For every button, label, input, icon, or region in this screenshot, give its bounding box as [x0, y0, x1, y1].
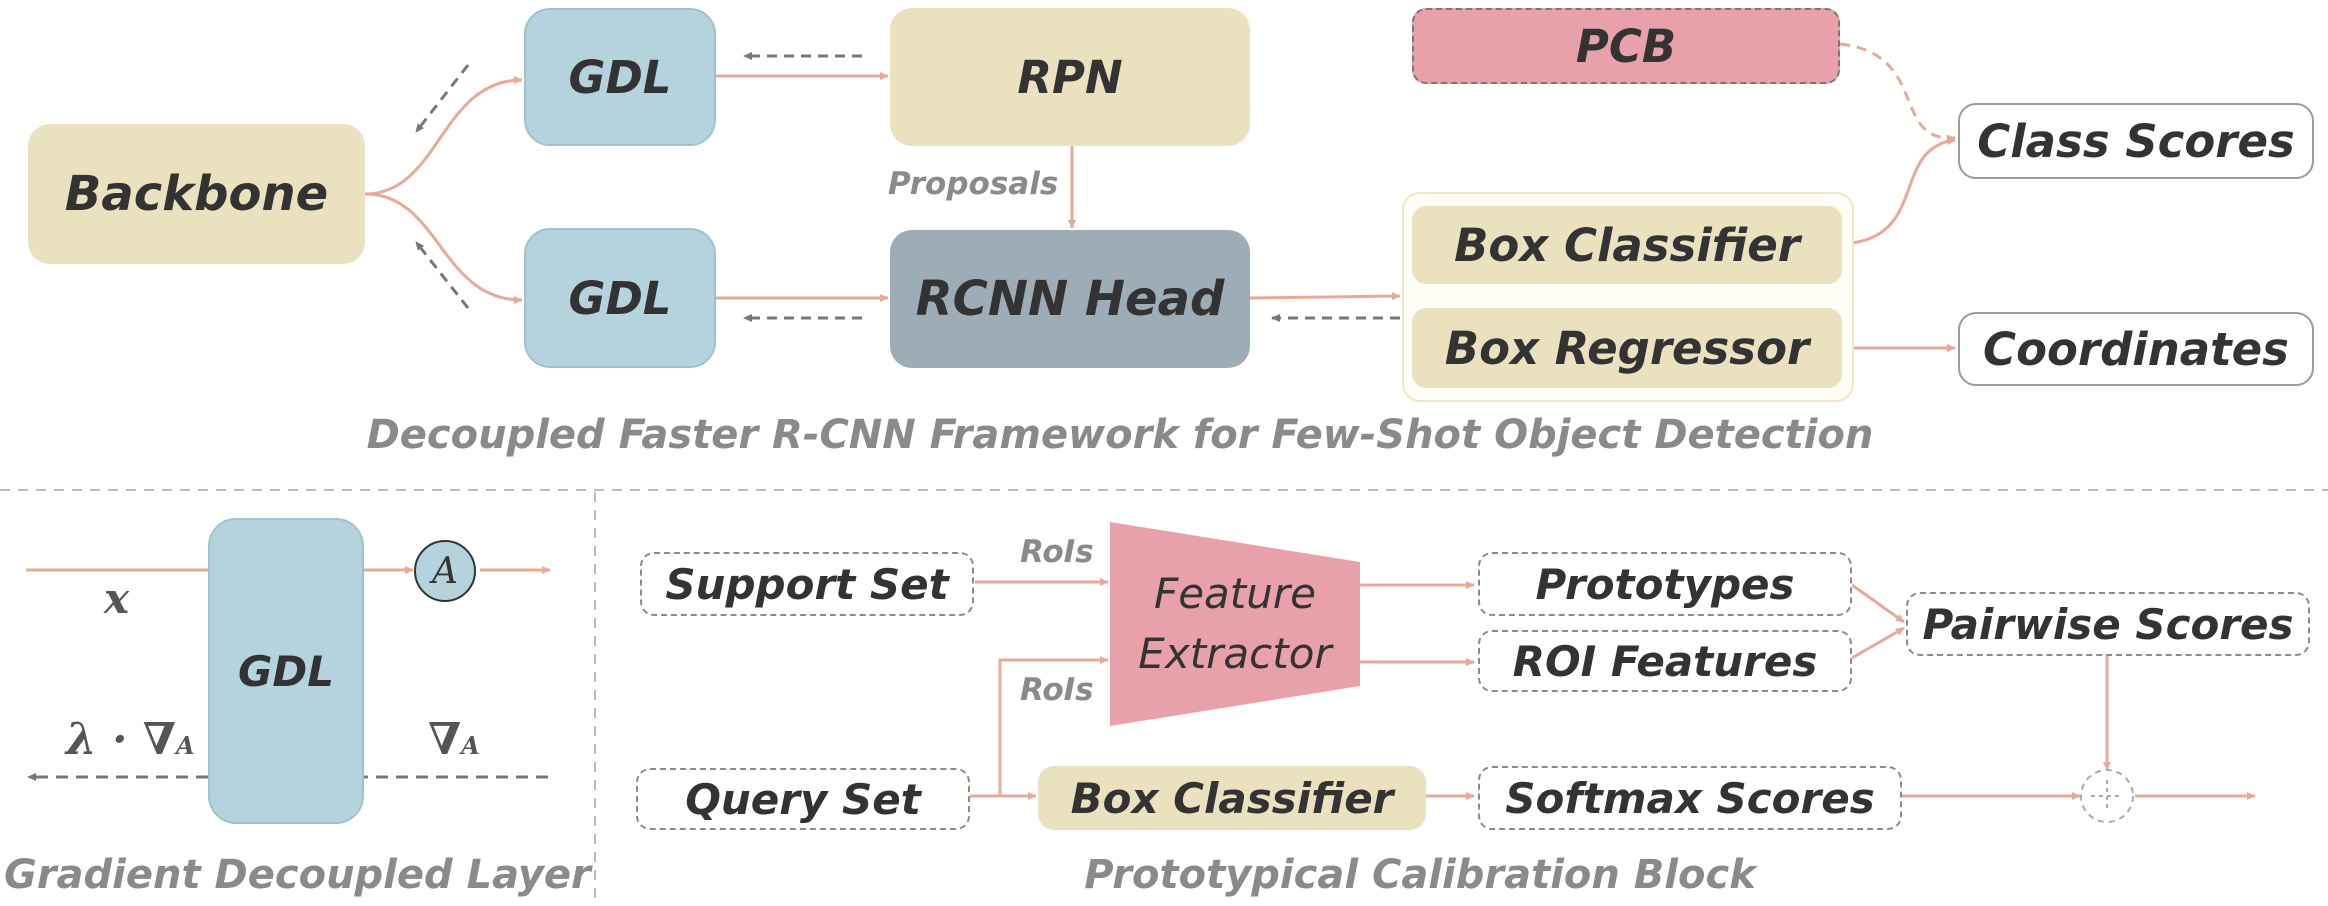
support-set-block: Support Set [640, 552, 974, 616]
top-caption: Decoupled Faster R-CNN Framework for Few… [366, 412, 1874, 458]
proposals-label: Proposals [888, 166, 1059, 202]
rois-top-label: RoIs [1020, 534, 1094, 570]
gdl-caption: Gradient Decoupled Layer [4, 852, 591, 898]
softmax-scores-label: Softmax Scores [1505, 773, 1875, 823]
rois-bottom-label: RoIs [1020, 672, 1094, 708]
box-classifier-block: Box Classifier [1412, 206, 1842, 284]
support-set-label: Support Set [665, 559, 949, 609]
pairwise-scores-block: Pairwise Scores [1906, 592, 2310, 656]
pcb-box-classifier-block: Box Classifier [1038, 766, 1426, 830]
gdl-bottom-block: GDL [524, 228, 716, 368]
arrow-pcb-class-scores [1839, 42, 1956, 143]
backbone-block: Backbone [28, 124, 365, 264]
rcnn-head-label: RCNN Head [915, 271, 1225, 327]
coordinates-label: Coordinates [1983, 322, 2289, 376]
coordinates-block: Coordinates [1958, 312, 2314, 386]
arrow-classifier-class-scores [1841, 137, 1956, 246]
roi-features-label: ROI Features [1512, 636, 1818, 686]
feature-extractor-label: Feature Extractor [1110, 560, 1360, 688]
grad-arrow-top [414, 64, 470, 133]
class-scores-block: Class Scores [1958, 103, 2314, 179]
lambda-grad-text: λ · ∇ [66, 714, 176, 765]
grad-arrow-bottom [414, 241, 470, 309]
rpn-block: RPN [890, 8, 1250, 146]
arrow-rcnn-heads [1249, 292, 1401, 301]
query-set-label: Query Set [685, 774, 921, 824]
x-label: x [104, 574, 130, 623]
arrow-backbone-gdl-bottom [364, 192, 523, 304]
softmax-scores-block: Softmax Scores [1478, 766, 1902, 830]
rcnn-head-block: RCNN Head [890, 230, 1250, 368]
backbone-label: Backbone [64, 166, 329, 222]
gdl-top-block: GDL [524, 8, 716, 146]
roi-features-block: ROI Features [1478, 630, 1852, 692]
gdl-top-label: GDL [568, 50, 672, 104]
grad-label: ∇A [428, 714, 480, 765]
gdl-detail-label: GDL [237, 646, 335, 696]
lambda-grad-sub: A [175, 731, 195, 760]
rpn-label: RPN [1017, 50, 1123, 104]
a-node-symbol: A [432, 550, 458, 592]
arrow-roifeatures-pairwise [1851, 626, 1905, 660]
class-scores-label: Class Scores [1977, 114, 2295, 168]
arrow-prototypes-pairwise [1851, 583, 1905, 624]
pcb-box-classifier-label: Box Classifier [1070, 773, 1394, 823]
box-regressor-block: Box Regressor [1412, 308, 1842, 388]
pcb-label: PCB [1575, 19, 1677, 73]
query-set-block: Query Set [636, 768, 970, 830]
feature-extractor-shape [1110, 522, 1360, 726]
a-node: A [414, 540, 476, 602]
feature-extractor-line2: Extractor [1138, 629, 1332, 678]
pcb-caption: Prototypical Calibration Block [1084, 852, 1756, 898]
lambda-grad-label: λ · ∇A [66, 714, 195, 765]
prototypes-block: Prototypes [1478, 552, 1852, 616]
box-regressor-label: Box Regressor [1444, 321, 1810, 375]
pairwise-scores-label: Pairwise Scores [1922, 599, 2294, 649]
grad-text: ∇ [428, 714, 462, 765]
arrow-backbone-gdl-top [364, 76, 523, 196]
box-classifier-label: Box Classifier [1454, 218, 1800, 272]
grad-sub: A [461, 731, 480, 760]
prototypes-label: Prototypes [1535, 559, 1795, 609]
gdl-bottom-label: GDL [568, 271, 672, 325]
gdl-detail-block: GDL [208, 518, 364, 824]
pcb-block: PCB [1412, 8, 1840, 84]
feature-extractor-line1: Feature [1154, 569, 1316, 618]
